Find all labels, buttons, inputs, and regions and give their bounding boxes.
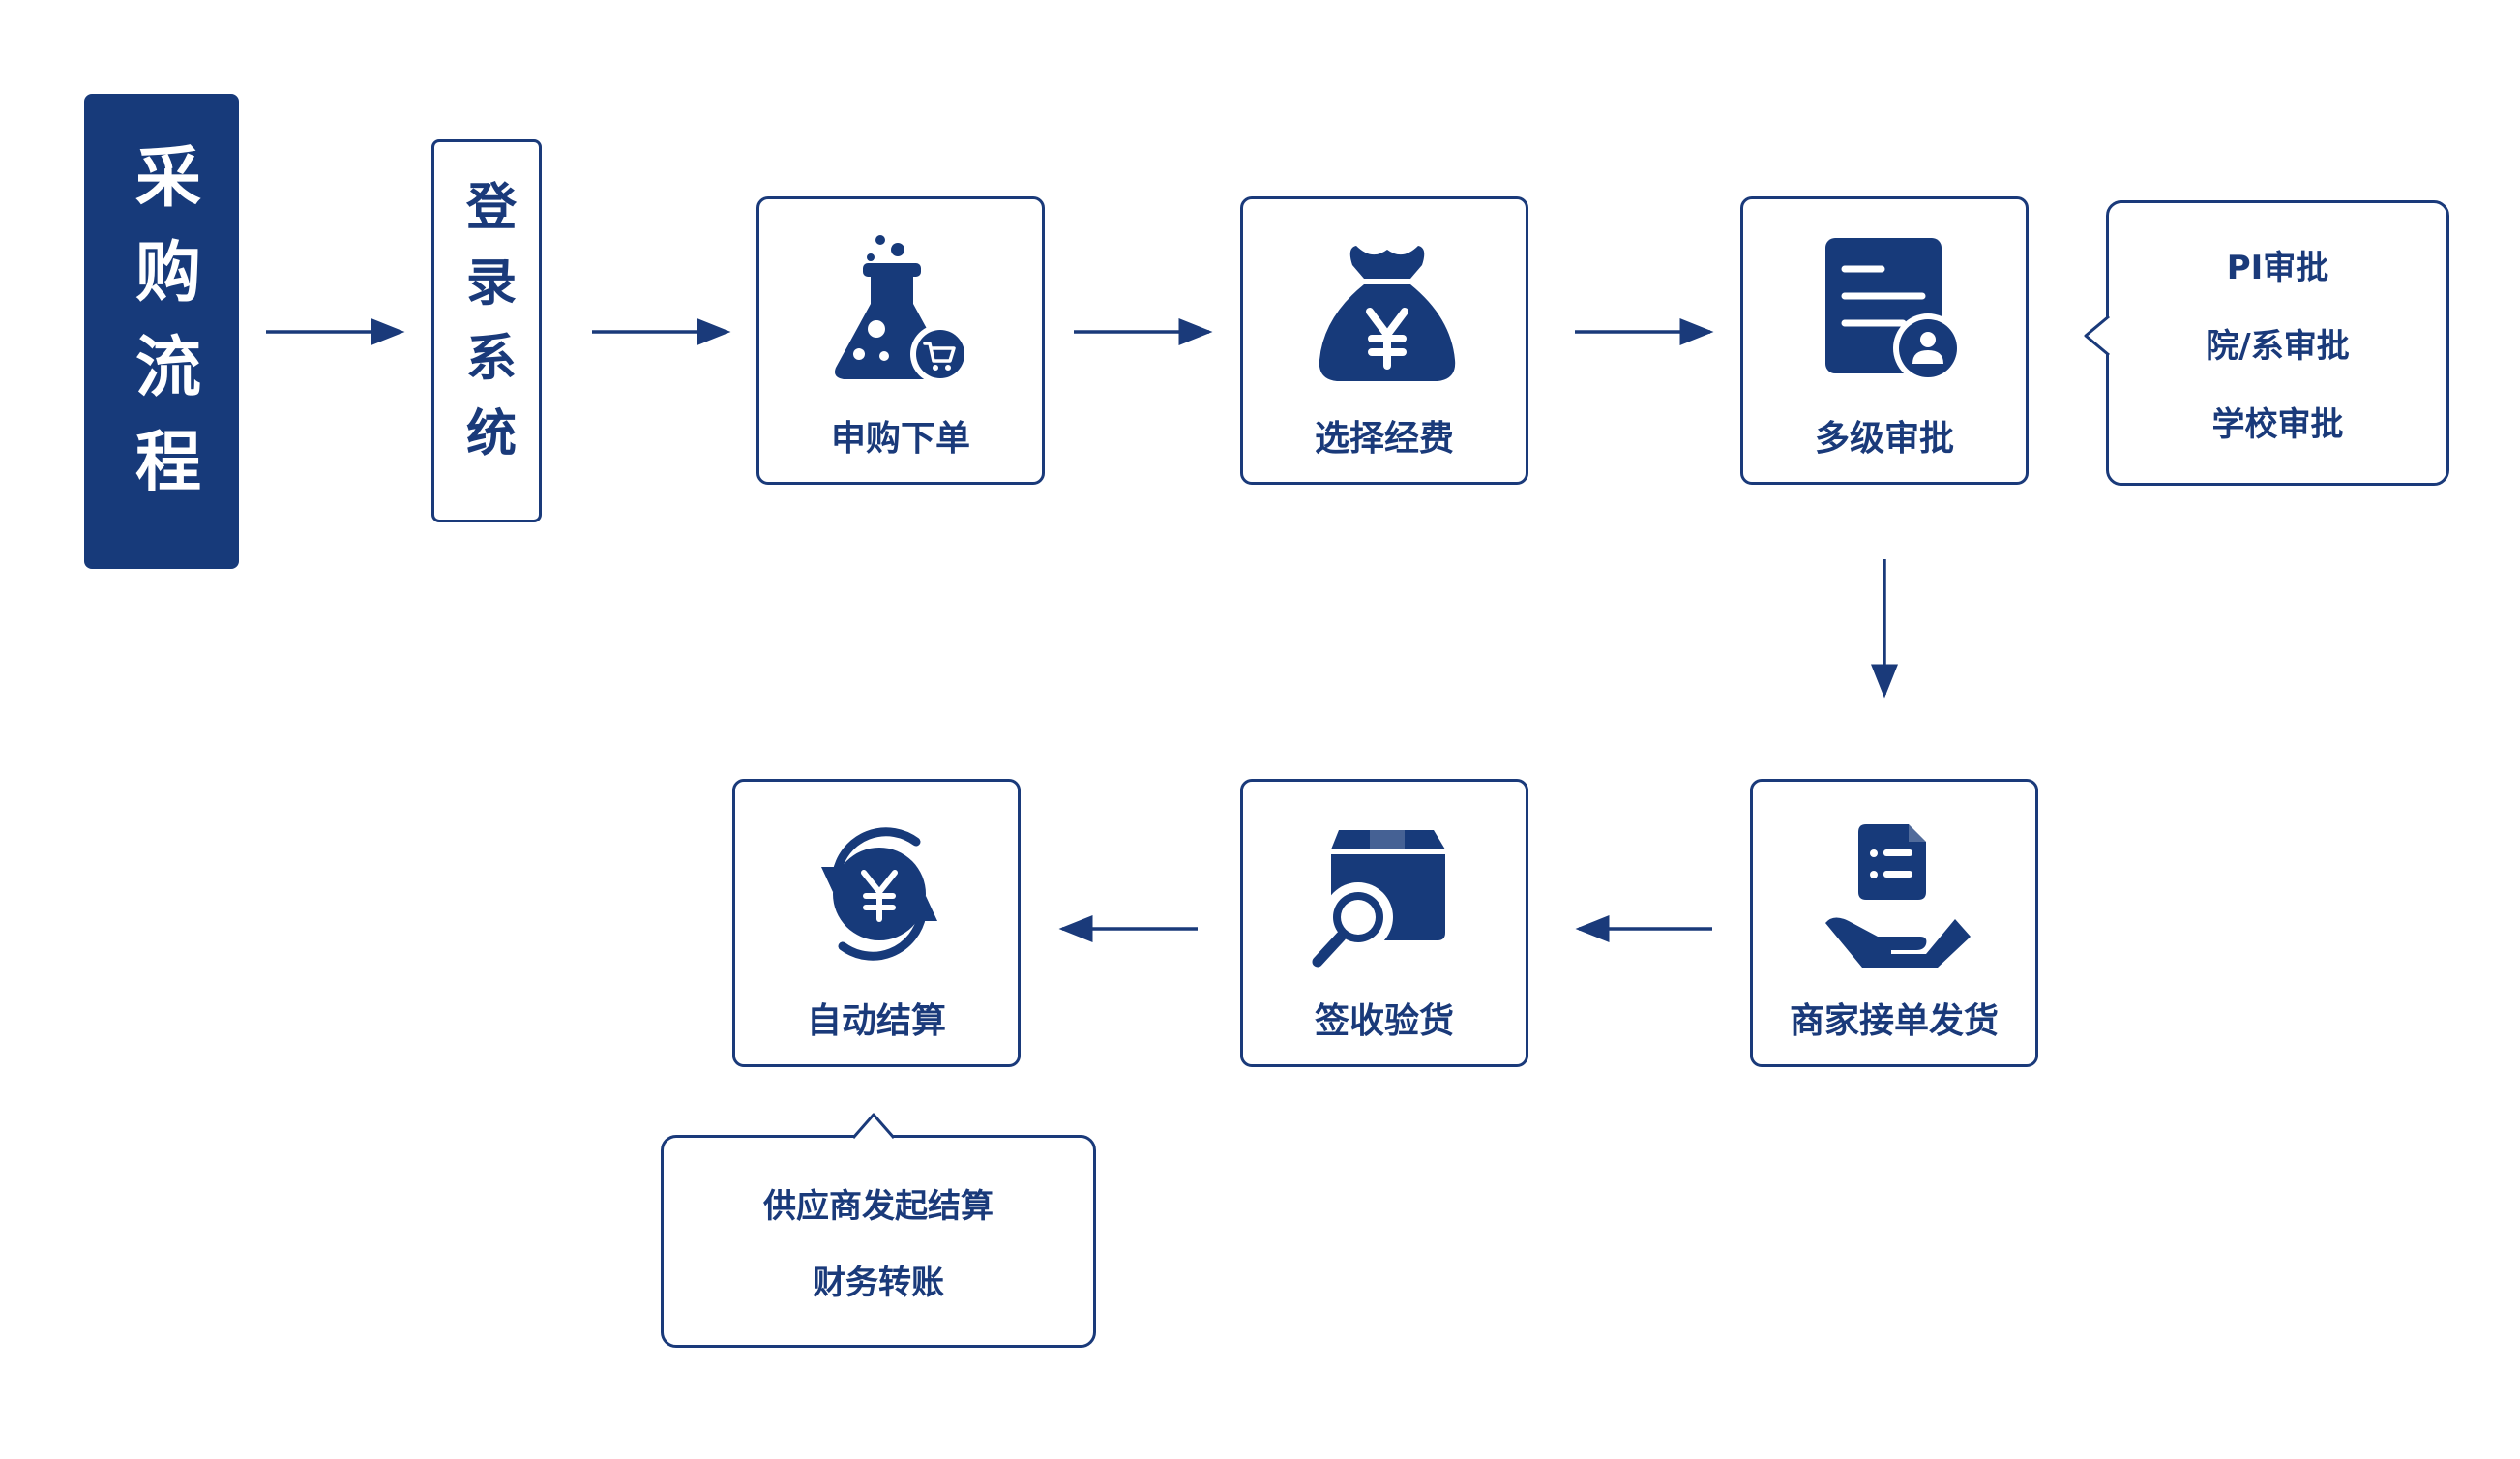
process-title-box: 采购流程	[84, 94, 239, 569]
approval-level-pi: PI审批	[2226, 249, 2329, 287]
settle-notes-bubble: 供应商发起结算 财务转账	[661, 1135, 1096, 1348]
step-purchase-order: 申购下单	[756, 196, 1045, 485]
approval-level-department: 院/系审批	[2206, 327, 2350, 366]
step-select-funds: 选择经费	[1240, 196, 1528, 485]
step-multi-level-approval: 多级审批	[1740, 196, 2029, 485]
step-merchant-ship-label: 商家接单发货	[1789, 1001, 1999, 1041]
step-select-funds-label: 选择经费	[1314, 419, 1454, 459]
login-system-label: 登录系统	[457, 180, 516, 482]
process-title: 采购流程	[123, 141, 200, 521]
step-auto-settle: 自动结算	[732, 779, 1021, 1067]
settle-note-supplier: 供应商发起结算	[763, 1187, 993, 1226]
approval-bubble-pointer	[2084, 314, 2110, 357]
box-magnifier-icon	[1312, 830, 1445, 968]
approval-levels-bubble: PI审批 院/系审批 学校审批	[2106, 200, 2449, 486]
step-sign-inspect: 签收验货	[1240, 779, 1528, 1067]
login-system-step: 登录系统	[431, 139, 542, 522]
hand-document-icon	[1825, 824, 1971, 968]
flask-cart-icon	[835, 235, 970, 384]
step-multi-level-approval-label: 多级审批	[1814, 419, 1954, 459]
settle-bubble-pointer	[851, 1113, 896, 1139]
step-sign-inspect-label: 签收验货	[1314, 1001, 1454, 1041]
step-purchase-order-label: 申购下单	[830, 419, 970, 459]
settle-note-transfer: 财务转账	[813, 1264, 944, 1302]
yen-cycle-icon	[821, 827, 937, 961]
approval-level-school: 学校审批	[2211, 405, 2344, 444]
step-auto-settle-label: 自动结算	[806, 1001, 946, 1041]
yen-money-bag-icon	[1319, 246, 1456, 381]
step-merchant-ship: 商家接单发货	[1750, 779, 2038, 1067]
document-user-icon	[1825, 238, 1963, 383]
